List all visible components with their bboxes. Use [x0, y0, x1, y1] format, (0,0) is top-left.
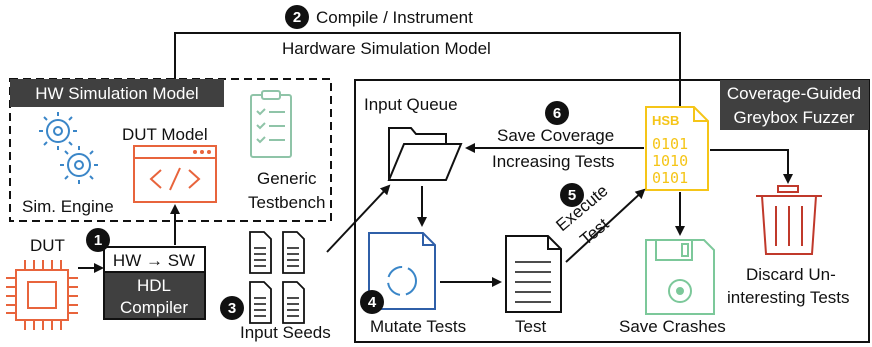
save-crashes-label: Save Crashes	[619, 317, 726, 336]
checklist-icon	[250, 90, 292, 158]
input-seed-documents	[249, 231, 305, 324]
sim-engine-label: Sim. Engine	[22, 197, 114, 216]
svg-text:1: 1	[94, 232, 102, 249]
step-6-badge: 6	[545, 101, 569, 125]
mutate-document-icon	[368, 232, 436, 310]
hdl-compiler-box: HW → SW HDL Compiler	[103, 246, 206, 320]
svg-text:6: 6	[553, 105, 561, 122]
svg-text:HDL: HDL	[137, 276, 171, 295]
floppy-disk-icon	[645, 239, 715, 315]
svg-text:2: 2	[293, 9, 301, 26]
svg-text:1010: 1010	[652, 152, 688, 170]
gears-icon	[39, 112, 98, 184]
svg-text:HW Simulation Model: HW Simulation Model	[35, 84, 198, 103]
step-3-badge: 3	[220, 296, 244, 320]
input-queue-label: Input Queue	[364, 95, 458, 114]
svg-text:HW → SW: HW → SW	[113, 251, 195, 270]
execute-test-arrow	[565, 188, 646, 263]
save-coverage-label-1: Save Coverage	[497, 126, 614, 145]
input-seeds-label: Input Seeds	[240, 323, 331, 342]
svg-text:0101: 0101	[652, 169, 688, 187]
generic-testbench-label-2: Testbench	[248, 193, 326, 212]
step-1-badge: 1	[86, 228, 110, 252]
svg-text:4: 4	[368, 294, 377, 311]
svg-text:Compiler: Compiler	[120, 298, 188, 317]
hsb-binary-icon: HSB 0101 1010 0101	[645, 106, 709, 191]
discard-label-1: Discard Un-	[746, 265, 836, 284]
fuzzer-box	[354, 79, 870, 343]
fuzzer-title: Coverage-Guided Greybox Fuzzer	[720, 80, 869, 130]
svg-text:Greybox Fuzzer: Greybox Fuzzer	[734, 108, 855, 127]
folder-icon	[387, 127, 463, 181]
svg-text:HSB: HSB	[652, 113, 679, 128]
svg-text:3: 3	[228, 300, 236, 317]
hw-simulation-model-title: HW Simulation Model	[10, 79, 224, 107]
code-window-icon	[133, 145, 217, 203]
mutate-tests-label: Mutate Tests	[370, 317, 466, 336]
generic-testbench-label-1: Generic	[257, 169, 317, 188]
hardware-simulation-model-label: Hardware Simulation Model	[282, 39, 491, 58]
seeds-to-queue-arrow	[326, 184, 391, 253]
trash-icon	[756, 185, 822, 255]
test-label: Test	[515, 317, 546, 336]
discard-label-2: interesting Tests	[727, 288, 850, 307]
compile-instrument-arrow	[174, 32, 685, 154]
compile-instrument-label: Compile / Instrument	[316, 8, 473, 27]
step-4-badge: 4	[360, 290, 384, 314]
hsb-to-discard-arrow	[710, 149, 793, 184]
save-coverage-label-2: Increasing Tests	[492, 152, 615, 171]
step-2-badge: 2	[285, 5, 309, 29]
svg-text:5: 5	[568, 187, 576, 204]
svg-text:0101: 0101	[652, 135, 688, 153]
dut-label: DUT	[30, 236, 65, 255]
test-document-icon	[505, 235, 562, 313]
chip-icon	[6, 260, 78, 330]
svg-text:Coverage-Guided: Coverage-Guided	[727, 84, 861, 103]
dut-model-label: DUT Model	[122, 125, 208, 144]
step-5-badge: 5	[560, 183, 584, 207]
